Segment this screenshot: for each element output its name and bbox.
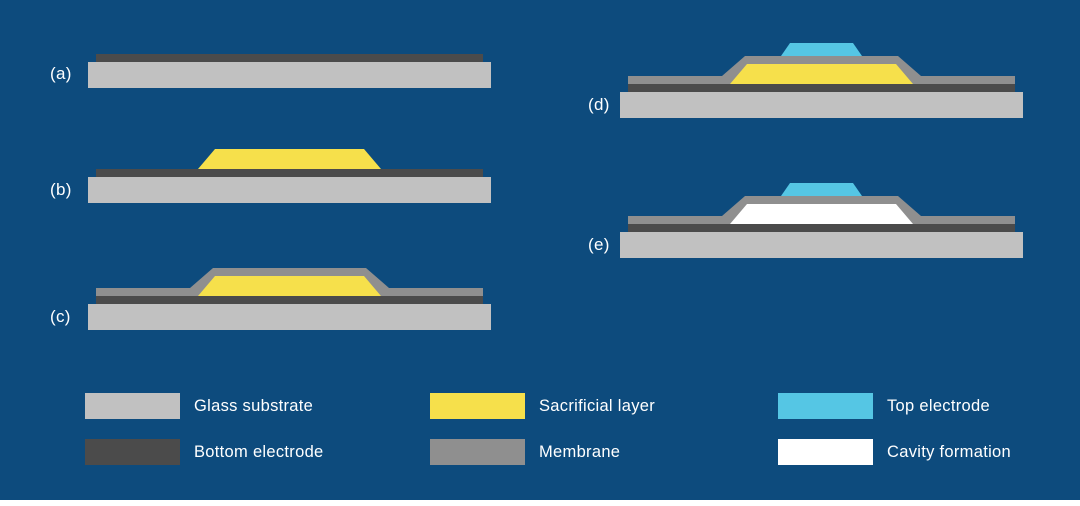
- legend-swatch-top-electrode: [778, 393, 873, 419]
- legend-item-membrane: Membrane: [430, 439, 620, 465]
- legend-item-bottom-electrode: Bottom electrode: [85, 439, 324, 465]
- legend-label: Membrane: [539, 442, 621, 461]
- panel-d: [620, 32, 1023, 118]
- legend-item-cavity-formation: Cavity formation: [778, 439, 1011, 465]
- legend-label: Top electrode: [887, 396, 990, 415]
- glass-substrate-layer: [620, 92, 1023, 118]
- legend-label: Bottom electrode: [194, 442, 324, 461]
- legend-swatch-sacrificial-layer: [430, 393, 525, 419]
- bottom-electrode-layer: [96, 169, 483, 177]
- bottom-strip: [0, 500, 1080, 506]
- legend-label: Sacrificial layer: [539, 396, 656, 415]
- panel-label-d: (d): [588, 95, 610, 114]
- cavity-layer: [730, 204, 913, 224]
- legend-item-glass-substrate: Glass substrate: [85, 393, 313, 419]
- panel-label-a: (a): [50, 64, 72, 83]
- glass-substrate-layer: [88, 62, 491, 88]
- legend-swatch-bottom-electrode: [85, 439, 180, 465]
- legend-item-top-electrode: Top electrode: [778, 393, 990, 419]
- top-electrode-layer: [781, 43, 862, 56]
- glass-substrate-layer: [88, 304, 491, 330]
- glass-substrate-layer: [88, 177, 491, 203]
- sacrificial-layer: [198, 276, 381, 296]
- bottom-electrode-layer: [628, 224, 1015, 232]
- legend-item-sacrificial-layer: Sacrificial layer: [430, 393, 655, 419]
- sacrificial-layer: [730, 64, 913, 84]
- legend-label: Cavity formation: [887, 442, 1012, 461]
- panel-c: [88, 244, 491, 330]
- glass-substrate-layer: [620, 232, 1023, 258]
- panel-label-e: (e): [588, 235, 610, 254]
- bottom-electrode-layer: [628, 84, 1015, 92]
- panel-label-c: (c): [50, 307, 71, 326]
- legend-swatch-membrane: [430, 439, 525, 465]
- panel-e: [620, 172, 1023, 258]
- legend-swatch-cavity-formation: [778, 439, 873, 465]
- legend-swatch-glass-substrate: [85, 393, 180, 419]
- panel-a: [88, 2, 491, 88]
- bottom-electrode-layer: [96, 296, 483, 304]
- bottom-electrode-layer: [96, 54, 483, 62]
- sacrificial-layer: [198, 149, 381, 169]
- panel-label-b: (b): [50, 180, 72, 199]
- panel-b: [88, 117, 491, 203]
- top-electrode-layer: [781, 183, 862, 196]
- legend-label: Glass substrate: [194, 396, 314, 415]
